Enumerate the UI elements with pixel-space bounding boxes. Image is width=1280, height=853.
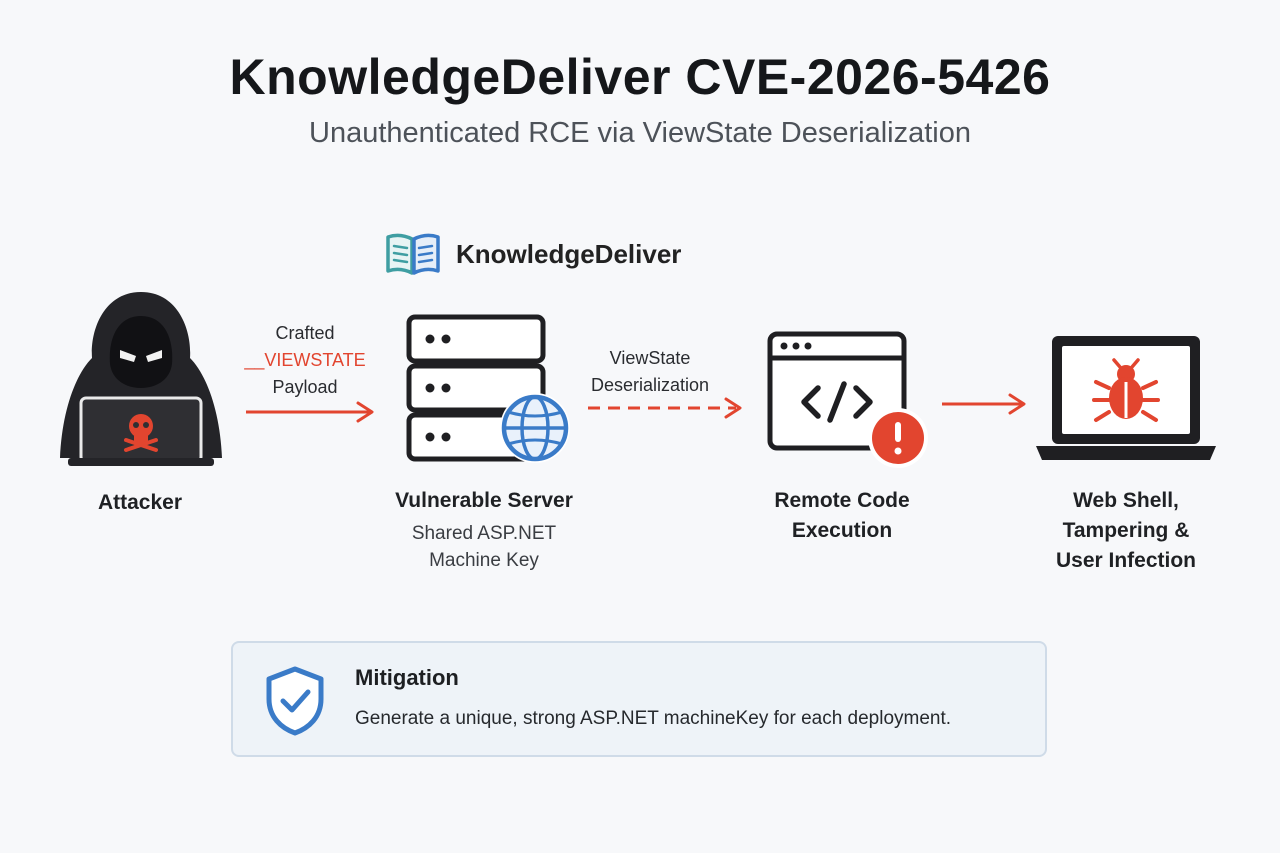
shield-check-icon: [266, 666, 324, 736]
impact-arrow: [942, 393, 1026, 415]
open-book-icon: [386, 233, 440, 275]
code-window-alert-icon: [767, 331, 928, 468]
payload-arrow-label: Crafted __VIEWSTATE Payload: [230, 320, 380, 401]
deserialize-label-line1: ViewState: [609, 348, 691, 368]
impact-label-line2: Tampering &: [1062, 519, 1190, 542]
server-sub-line2: Machine Key: [429, 550, 539, 571]
page-title: KnowledgeDeliver CVE-2026-5426: [229, 49, 1051, 105]
deserialize-label-line2: Deserialization: [590, 375, 710, 395]
brand-name: KnowledgeDeliver: [456, 238, 682, 269]
impact-label-line1: Web Shell,: [1073, 489, 1179, 512]
laptop-bug-icon: [1036, 336, 1216, 460]
payload-label-line1: Crafted: [275, 323, 335, 343]
payload-label-line3: Payload: [272, 377, 338, 397]
payload-label-line2: __VIEWSTATE: [244, 350, 366, 370]
attacker-label: Attacker: [97, 491, 183, 514]
server-sub-line1: Shared ASP.NET: [411, 523, 557, 544]
mitigation-text: Generate a unique, strong ASP.NET machin…: [355, 708, 952, 729]
brand: KnowledgeDeliver: [384, 229, 681, 279]
page-subtitle: Unauthenticated RCE via ViewState Deseri…: [309, 117, 971, 149]
server-globe-icon: [406, 314, 570, 463]
bug-icon: [1092, 358, 1160, 422]
deserialize-arrow: [588, 397, 742, 419]
hooded-hacker-skull-laptop-icon: [60, 292, 222, 466]
mitigation-title: Mitigation: [355, 665, 459, 690]
impact-label-line3: User Infection: [1055, 549, 1197, 572]
payload-arrow: [246, 401, 374, 423]
mitigation-panel: Mitigation Generate a unique, strong ASP…: [231, 641, 1047, 757]
rce-label-line1: Remote Code: [774, 489, 910, 512]
deserialize-arrow-label: ViewState Deserialization: [575, 345, 725, 399]
server-label: Vulnerable Server: [395, 489, 573, 512]
rce-label-line2: Execution: [791, 519, 893, 542]
